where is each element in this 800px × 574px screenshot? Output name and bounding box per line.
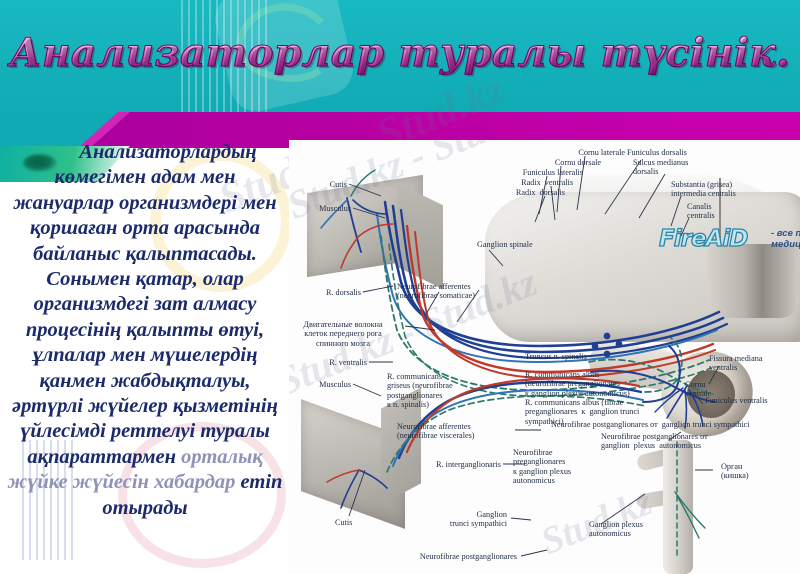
left-decorative-stripes <box>22 440 74 560</box>
body-text-main: Анализаторлардың көмегімен адам мен жану… <box>12 141 278 468</box>
header-band <box>0 0 800 118</box>
nerve-fiber-paths <box>320 169 729 557</box>
label-ganglion-trunci-sympathici: Ganglion trunci sympathici <box>449 510 507 529</box>
label-r-communicans-griseus: R. communicans griseus (neurofibrae post… <box>387 372 453 410</box>
label-r-ventralis: R. ventralis <box>329 358 367 367</box>
body-text-highlight-1: орталық жүйке жүйесін <box>7 445 263 494</box>
spinal-cord-median-fissure <box>719 178 721 264</box>
label-radix-ventralis: Radix ventralis <box>521 178 573 187</box>
label-cutis-bottom: Cutis <box>335 518 353 527</box>
label-neurofibrae-afferentes-somaticae: Neurofibrae afferentes (neurofibrae soma… <box>397 282 475 301</box>
label-neurofibrae-afferentes-viscerales: Neurofibrae afferentes (neurofibrae visc… <box>397 422 475 441</box>
label-r-dorsalis: R. dorsalis <box>325 288 361 297</box>
label-radix-dorsalis: Radix dorsalis <box>515 188 565 197</box>
body-text-highlight-2: хабардар <box>154 471 236 494</box>
label-neurofibrae-preganglionares: Neurofibrae preganglionares к ganglion p… <box>513 448 572 486</box>
decorative-ring <box>150 150 292 292</box>
label-truncus-n-spinalis: Truncus n. spinalis <box>525 352 587 361</box>
fireaid-logo: FireAiD - все по медицине. <box>658 225 800 252</box>
spinal-cord-ventral-mass <box>707 244 799 318</box>
label-organ-kishka: Орган (кишка) <box>721 462 749 481</box>
label-sulcus-medianus-dorsalis: Sulcus medianus dorsalis <box>633 158 689 177</box>
label-r-communicans-albus-2: R. communicans albus (fibrae preganglion… <box>525 398 640 426</box>
label-dvigatelnye-volokna: Двигательные волокна клеток переднего ро… <box>303 320 383 348</box>
label-fissura-mediana-ventralis: Fissura mediana ventralis <box>709 354 763 373</box>
fireaid-logo-text: FireAiD <box>658 225 749 252</box>
body-text-tail: етіп отырады <box>102 471 283 519</box>
label-neurofibrae-postgangl-plexus: Neurofibrae postganglionares от ganglion… <box>601 432 708 451</box>
decorative-ring-2 <box>118 422 286 568</box>
label-canalis-centralis: Canalis centralis <box>687 202 715 221</box>
label-musculus-top: Musculus <box>319 204 351 213</box>
label-cornu-dorsale: Cornu dorsale <box>554 158 601 167</box>
label-funiculus-lateralis: Funiculus lateralis <box>522 168 583 177</box>
page-title: Анализаторлар туралы түсінік. <box>0 29 800 76</box>
sympathetic-trunk <box>663 440 693 574</box>
label-substantia-grisea: Substantia (grisea) intermedia centralis <box>671 180 736 199</box>
label-cutis-top: Cutis <box>329 180 347 189</box>
bullet-dot-icon <box>23 154 57 172</box>
label-ganglion-plexus-autonomicus: Ganglion plexus autonomicus <box>589 520 643 539</box>
label-funiculus-dorsalis: Funiculus dorsalis <box>627 148 687 157</box>
label-r-communicans-albus-1: R. communicans albus (neurofibrae pregan… <box>525 370 630 398</box>
body-text-panel: Анализаторлардың көмегімен адам мен жану… <box>0 140 292 568</box>
label-ganglion-spinale: Ganglion spinale <box>477 240 533 249</box>
body-paragraph: Анализаторлардың көмегімен адам мен жану… <box>0 140 292 521</box>
fireaid-tagline: - все по медицине. <box>771 228 800 250</box>
label-neurofibrae-postganglionares-bottom: Neurofibrae postganglionares <box>419 552 517 561</box>
label-r-interganglionaris: R. interganglionaris <box>436 460 501 469</box>
label-neurofibrae-postgangl-trunci: Neurofibrae postganglionares от ganglion… <box>551 420 750 429</box>
label-funiculus-ventralis: Funiculus ventralis <box>705 396 768 405</box>
label-cornu-laterale: Cornu laterale <box>578 148 625 157</box>
anatomy-diagram: FireAiD - все по медицине. Cutis Musculu… <box>289 140 800 574</box>
label-musculus-bottom: Musculus <box>319 380 351 389</box>
